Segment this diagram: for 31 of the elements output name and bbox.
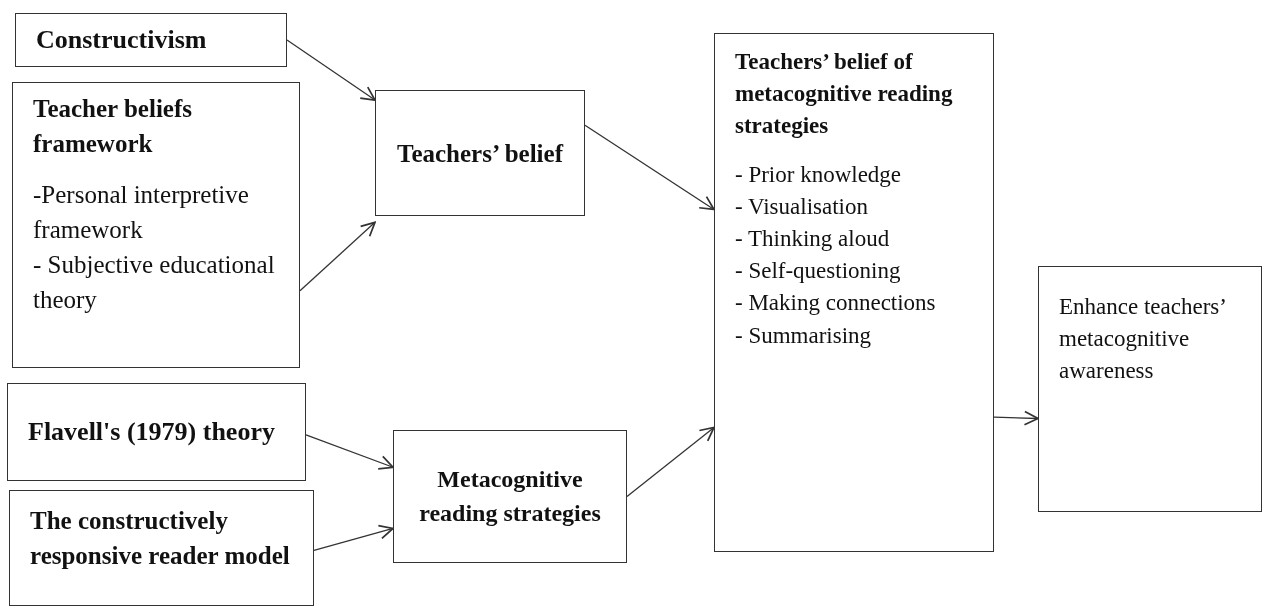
list-item: - Making connections: [735, 289, 937, 318]
box-heading: Metacognitive reading strategies: [418, 464, 602, 528]
list-item: - Self-questioning: [735, 257, 902, 286]
box-heading: Constructivism: [36, 23, 208, 56]
list-item: -Personal interpretive framework: [33, 180, 250, 245]
list-item: - Subjective educational theory: [33, 250, 276, 315]
box-heading: Teachers’ belief: [397, 138, 563, 169]
list-item: - Visualisation: [735, 192, 869, 221]
list-item: - Thinking aloud: [735, 224, 891, 253]
arrow: [313, 524, 394, 551]
arrow: [305, 434, 394, 470]
concept-box: [9, 490, 314, 606]
concept-box: [12, 82, 300, 368]
box-heading: Teacher beliefs framework: [33, 94, 193, 159]
concept-box: [15, 13, 287, 67]
box-heading: Teachers’ belief of metacognitive reading strategies: [735, 48, 954, 141]
box-heading: The constructively responsive reader model: [30, 506, 291, 571]
arrow: [626, 426, 715, 498]
arrow: [286, 39, 376, 101]
list-item: - Prior knowledge: [735, 160, 903, 189]
arrow: [299, 221, 376, 292]
concept-box: [375, 90, 585, 216]
arrow: [584, 124, 715, 211]
box-text: Enhance teachers’ metacognitive awareness: [1059, 293, 1227, 386]
concept-box: [1038, 266, 1262, 512]
arrow: [993, 410, 1039, 426]
box-heading: Flavell's (1979) theory: [28, 415, 276, 448]
concept-box: [714, 33, 994, 552]
list-item: - Summarising: [735, 321, 873, 350]
concept-box: [7, 383, 306, 481]
concept-box: [393, 430, 627, 563]
